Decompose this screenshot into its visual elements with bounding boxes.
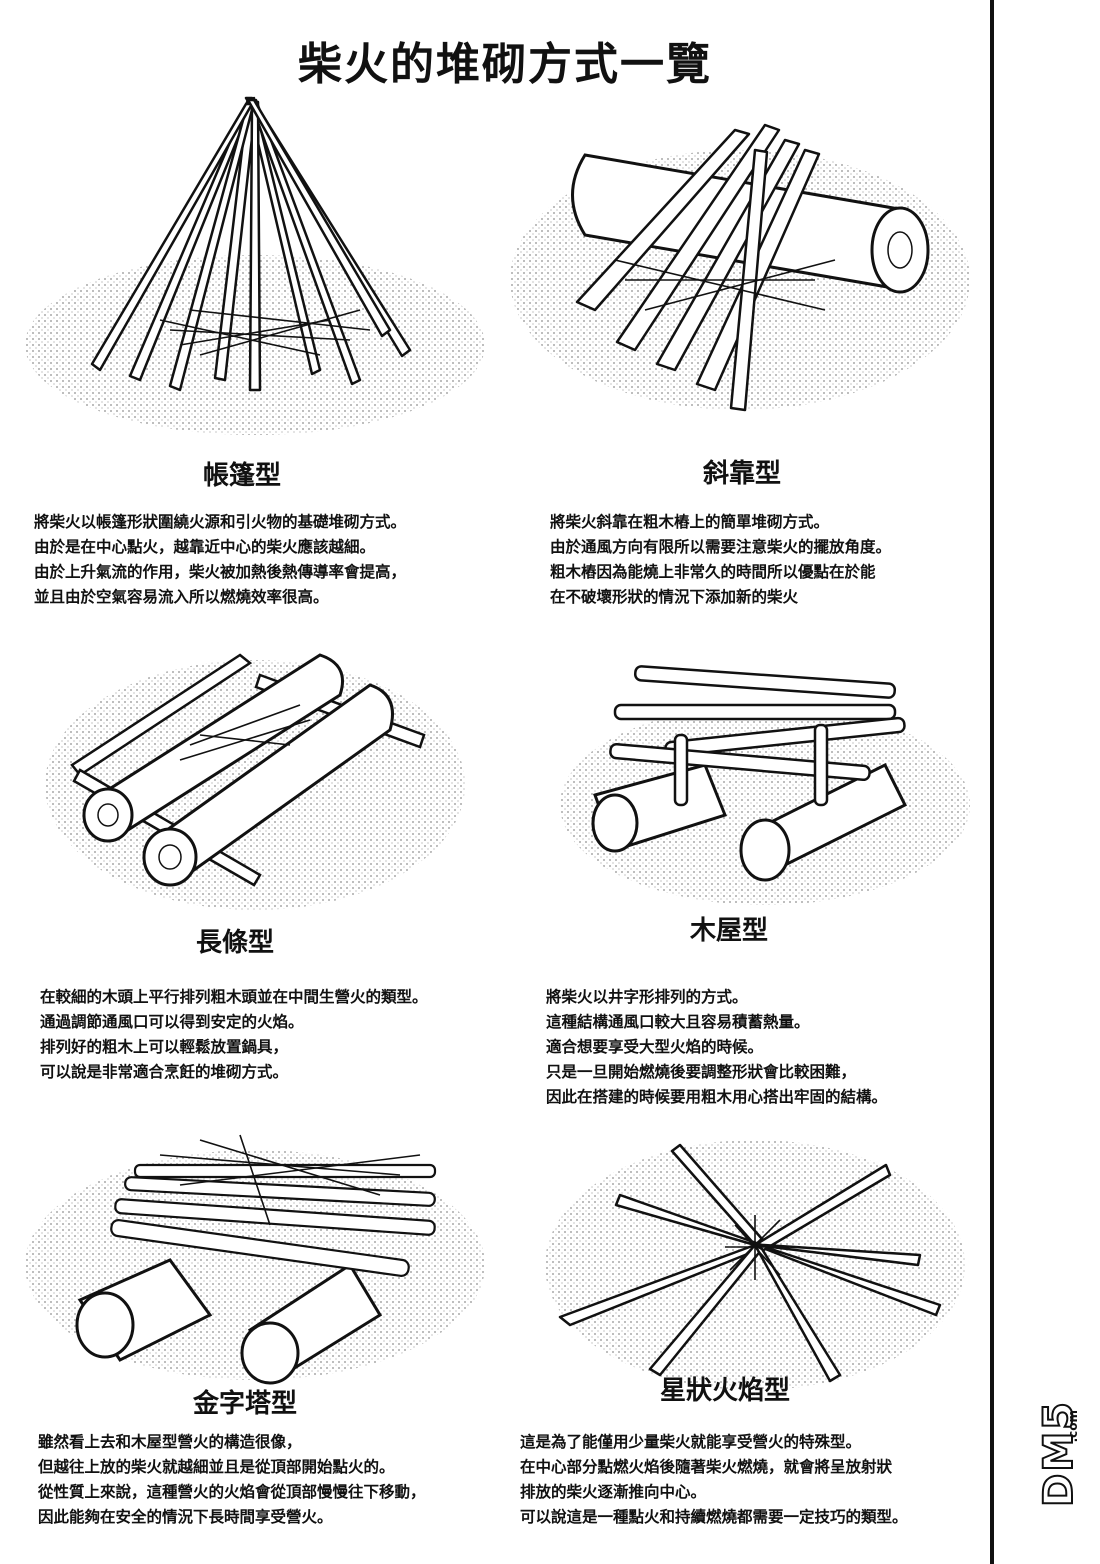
- teepee-campfire-illustration: [25, 96, 485, 435]
- section-label-lean-to: 斜靠型: [703, 459, 782, 489]
- desc-line: 由於上升氣流的作用，柴火被加熱後熱傳導率會提高，: [34, 563, 407, 581]
- watermark-domain: .com: [1066, 1410, 1080, 1443]
- desc-line: 粗木樁因為能燒上非常久的時間所以優點在於能: [550, 563, 876, 581]
- desc-line: 在不破壞形狀的情況下添加新的柴火: [550, 588, 799, 606]
- desc-line: 因此在搭建的時候要用粗木用心搭出牢固的結構。: [546, 1088, 888, 1106]
- desc-line: 排放的柴火逐漸推向中心。: [520, 1483, 707, 1501]
- desc-line: 將柴火斜靠在粗木樁上的簡單堆砌方式。: [550, 513, 830, 531]
- section-desc-teepee: 將柴火以帳篷形狀圍繞火源和引火物的基礎堆砌方式。 由於是在中心點火，越靠近中心的…: [34, 510, 406, 610]
- desc-line: 從性質上來說，這種營火的火焰會從頂部慢慢往下移動，: [38, 1483, 426, 1501]
- page-title: 柴火的堆砌方式一覽: [298, 39, 712, 90]
- section-desc-star: 這是為了能僅用少量柴火就能享受營火的特殊型。 在中心部分點燃火焰後隨著柴火燃燒，…: [520, 1430, 908, 1530]
- desc-line: 由於通風方向有限所以需要注意柴火的擺放角度。: [550, 538, 892, 556]
- section-desc-pyramid: 雖然看上去和木屋型營火的構造很像， 但越往上放的柴火就越細並且是從頂部開始點火的…: [38, 1430, 426, 1530]
- desc-line: 但越往上放的柴火就越細並且是從頂部開始點火的。: [38, 1458, 395, 1476]
- desc-line: 將柴火以井字形排列的方式。: [546, 988, 748, 1006]
- section-label-star: 星狀火焰型: [660, 1376, 791, 1406]
- section-label-log-cabin: 木屋型: [690, 916, 769, 946]
- section-label-parallel: 長條型: [196, 928, 275, 958]
- star-campfire-illustration: [545, 1140, 965, 1390]
- desc-line: 雖然看上去和木屋型營火的構造很像，: [38, 1433, 302, 1451]
- desc-line: 只是一旦開始燃燒後要調整形狀會比較困難，: [546, 1063, 857, 1081]
- section-label-teepee: 帳篷型: [203, 461, 282, 491]
- desc-line: 由於是在中心點火，越靠近中心的柴火應該越細。: [34, 538, 376, 556]
- section-label-pyramid: 金字塔型: [193, 1389, 298, 1419]
- parallel-campfire-illustration: [45, 653, 465, 910]
- desc-line: 通過調節通風口可以得到安定的火焰。: [40, 1013, 304, 1031]
- desc-line: 因此能夠在安全的情況下長時間享受營火。: [38, 1508, 333, 1526]
- section-desc-parallel: 在較細的木頭上平行排列粗木頭並在中間生營火的類型。 通過調節通風口可以得到安定的…: [40, 985, 428, 1085]
- log-cabin-campfire-illustration: [560, 665, 970, 905]
- pyramid-campfire-illustration: [25, 1134, 485, 1385]
- desc-line: 排列好的粗木上可以輕鬆放置鍋具，: [40, 1038, 289, 1056]
- desc-line: 並且由於空氣容易流入所以燃燒效率很高。: [34, 588, 329, 606]
- desc-line: 在較細的木頭上平行排列粗木頭並在中間生營火的類型。: [40, 988, 428, 1006]
- desc-line: 可以說這是一種點火和持續燃燒都需要一定技巧的類型。: [520, 1508, 908, 1526]
- desc-line: 將柴火以帳篷形狀圍繞火源和引火物的基礎堆砌方式。: [34, 513, 407, 531]
- desc-line: 這種結構通風口較大且容易積蓄熱量。: [546, 1013, 810, 1031]
- desc-line: 可以說是非常適合烹飪的堆砌方式。: [40, 1063, 289, 1081]
- desc-line: 適合想要享受大型火焰的時候。: [546, 1038, 764, 1056]
- desc-line: 這是為了能僅用少量柴火就能享受營火的特殊型。: [520, 1433, 862, 1451]
- section-desc-lean-to: 將柴火斜靠在粗木樁上的簡單堆砌方式。 由於通風方向有限所以需要注意柴火的擺放角度…: [550, 510, 891, 610]
- section-desc-log-cabin: 將柴火以井字形排列的方式。 這種結構通風口較大且容易積蓄熱量。 適合想要享受大型…: [546, 985, 887, 1110]
- page-border-line: [990, 0, 994, 1564]
- lean-to-campfire-illustration: [510, 123, 970, 412]
- desc-line: 在中心部分點燃火焰後隨著柴火燃燒，就會將呈放射狀: [520, 1458, 893, 1476]
